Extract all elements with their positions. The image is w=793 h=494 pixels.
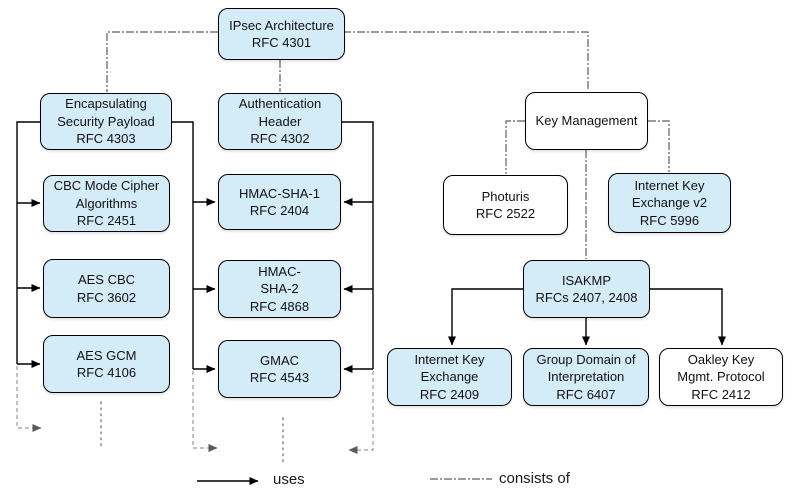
node-esp: Encapsulating Security Payload RFC 4303 <box>40 93 172 150</box>
node-label: Photuris RFC 2522 <box>475 188 536 222</box>
connector-km-photuris <box>505 120 525 174</box>
node-label: Encapsulating Security Payload RFC 4303 <box>57 96 155 147</box>
node-authentication-header: Authentication Header RFC 4302 <box>218 93 342 150</box>
node-label: Key Management <box>535 113 638 129</box>
continuation-marks <box>16 366 374 465</box>
rail-esp-left <box>16 121 40 364</box>
node-ike: Internet Key Exchange RFC 2409 <box>387 348 512 406</box>
node-label: HMAC-SHA-1 RFC 2404 <box>239 185 320 219</box>
continuation-esp-right <box>192 371 218 452</box>
node-cbc-mode-cipher: CBC Mode Cipher Algorithms RFC 2451 <box>43 175 170 232</box>
arrow-isakmp-ike <box>448 288 523 346</box>
continuation-ah-right <box>348 371 374 454</box>
connector-ipsec-km <box>343 31 589 91</box>
node-ipsec-architecture: IPsec Architecture RFC 4301 <box>218 8 345 60</box>
node-aes-gcm: AES GCM RFC 4106 <box>43 335 170 393</box>
node-gdoi: Group Domain of Interpretation RFC 6407 <box>523 348 649 406</box>
node-key-management: Key Management <box>525 92 648 150</box>
continuation-esp-left <box>16 366 42 432</box>
connector-ipsec-esp <box>106 31 218 92</box>
node-label: AES GCM RFC 4106 <box>76 347 137 381</box>
node-isakmp: ISAKMP RFCs 2407, 2408 <box>523 260 650 318</box>
node-label: Group Domain of Interpretation RFC 6407 <box>536 351 636 402</box>
consists-of-connectors <box>106 31 670 480</box>
legend-consists-of-label: consists of <box>499 470 570 487</box>
node-photuris: Photuris RFC 2522 <box>443 175 568 235</box>
rail-ah-right <box>342 121 374 369</box>
connector-km-ikev2 <box>648 120 670 172</box>
node-label: Internet Key Exchange v2 RFC 5996 <box>631 177 708 228</box>
node-label: GMAC RFC 4543 <box>249 352 310 386</box>
node-label: AES CBC RFC 3602 <box>76 272 137 305</box>
uses-connectors <box>16 121 726 485</box>
node-hmac-sha1: HMAC-SHA-1 RFC 2404 <box>218 174 341 230</box>
node-oakley: Oakley Key Mgmt. Protocol RFC 2412 <box>659 348 783 406</box>
node-ikev2: Internet Key Exchange v2 RFC 5996 <box>608 173 731 233</box>
node-label: CBC Mode Cipher Algorithms RFC 2451 <box>53 178 160 229</box>
node-label: Oakley Key Mgmt. Protocol RFC 2412 <box>677 351 765 402</box>
legend-uses-label: uses <box>273 471 305 488</box>
rail-esp-right <box>172 121 194 369</box>
node-label: IPsec Architecture RFC 4301 <box>229 17 334 51</box>
node-label: HMAC- SHA-2 RFC 4868 <box>249 263 310 314</box>
node-hmac-sha2: HMAC- SHA-2 RFC 4868 <box>218 260 341 318</box>
node-label: Authentication Header RFC 4302 <box>238 96 322 147</box>
node-aes-cbc: AES CBC RFC 3602 <box>43 259 170 318</box>
node-gmac: GMAC RFC 4543 <box>218 340 341 398</box>
node-label: Internet Key Exchange RFC 2409 <box>414 351 485 402</box>
node-label: ISAKMP RFCs 2407, 2408 <box>535 272 638 306</box>
arrow-isakmp-oakley <box>650 288 726 346</box>
